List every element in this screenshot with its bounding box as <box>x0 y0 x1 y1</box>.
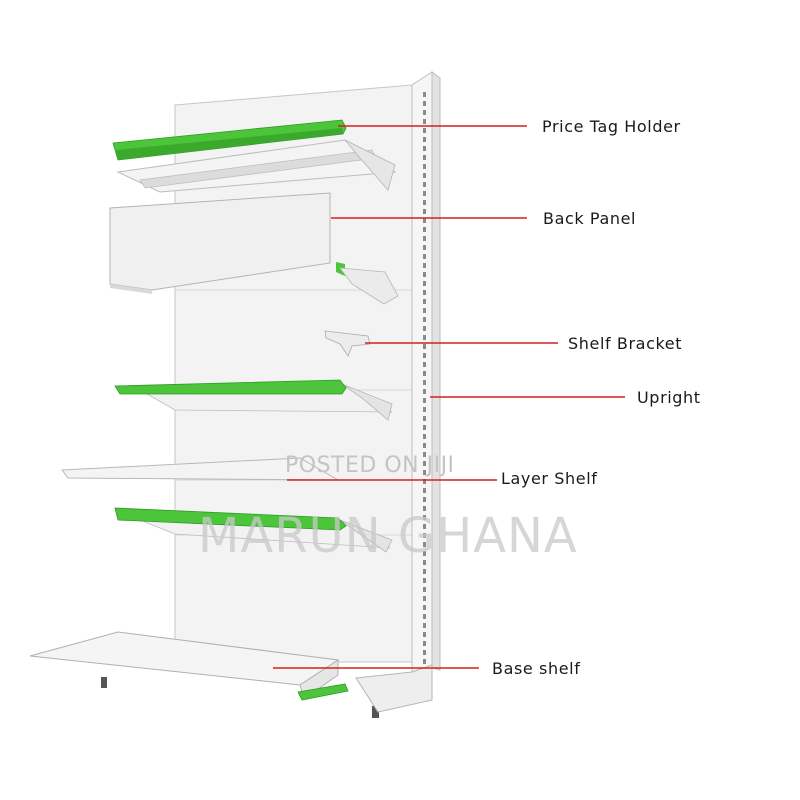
upright-slot <box>423 398 426 403</box>
label-base-shelf: Base shelf <box>492 659 580 678</box>
upright-slot <box>423 128 426 133</box>
upright-slot <box>423 254 426 259</box>
lower-shelf <box>114 507 393 553</box>
upright-slot <box>423 659 426 664</box>
upright-slot <box>423 569 426 574</box>
upright-slot <box>423 425 426 430</box>
upright-slot <box>423 605 426 610</box>
upright-slots <box>423 92 426 664</box>
price-tag-holder-middle <box>114 379 347 395</box>
top-shelf <box>112 119 397 193</box>
watermark: POSTED ON JIJI MARUN GHANA <box>198 453 578 564</box>
upright-slot <box>423 443 426 448</box>
label-layer-shelf: Layer Shelf <box>501 469 598 488</box>
middle-shelf <box>114 379 393 421</box>
upright-slot <box>423 245 426 250</box>
upright-slot <box>423 452 426 457</box>
upright-slot <box>423 407 426 412</box>
upright-slot <box>423 299 426 304</box>
upright-slot <box>423 155 426 160</box>
label-back-panel: Back Panel <box>543 209 636 228</box>
upright-slot <box>423 290 426 295</box>
shelf-bracket <box>324 330 371 357</box>
upright-slot <box>423 119 426 124</box>
upright-slot <box>423 110 426 115</box>
upright-slot <box>423 560 426 565</box>
label-upright: Upright <box>637 388 701 407</box>
upright-slot <box>423 632 426 637</box>
label-shelf-bracket: Shelf Bracket <box>568 334 682 353</box>
upright-slot <box>423 101 426 106</box>
upright-slot <box>423 650 426 655</box>
upright-slot <box>423 272 426 277</box>
upright-slot <box>423 209 426 214</box>
price-tag-holder-base <box>297 683 349 701</box>
upright-slot <box>423 524 426 529</box>
watermark-line2: MARUN GHANA <box>198 508 578 564</box>
upright-slot <box>423 344 426 349</box>
upright-post <box>411 71 441 673</box>
upright-slot <box>423 578 426 583</box>
upright-slot <box>423 353 426 358</box>
upright-slot <box>423 515 426 520</box>
upright-slot <box>423 551 426 556</box>
upright-slot <box>423 641 426 646</box>
upright-slot <box>423 263 426 268</box>
base-shelf <box>29 631 433 718</box>
upright-slot <box>423 614 426 619</box>
upright-slot <box>423 200 426 205</box>
leader-lines <box>273 125 625 669</box>
upright-slot <box>423 236 426 241</box>
upright-slot <box>423 389 426 394</box>
upright-slot <box>423 317 426 322</box>
upright-slot <box>423 434 426 439</box>
upright-slot <box>423 164 426 169</box>
upright-slot <box>423 92 426 97</box>
second-shelf <box>336 262 399 305</box>
upright-slot <box>423 587 426 592</box>
upright-slot <box>423 173 426 178</box>
upright-slot <box>423 533 426 538</box>
upright-slot <box>423 182 426 187</box>
label-price-tag-holder: Price Tag Holder <box>542 117 681 136</box>
upright-slot <box>423 416 426 421</box>
upright-slot <box>423 146 426 151</box>
watermark-line1: POSTED ON JIJI <box>285 453 455 478</box>
upright-slot <box>423 461 426 466</box>
upright-slot <box>423 542 426 547</box>
upright-slot <box>423 137 426 142</box>
upright-slot <box>423 506 426 511</box>
upright-slot <box>423 308 426 313</box>
upright-slot <box>423 596 426 601</box>
upright-slot <box>423 281 426 286</box>
upright-slot <box>423 362 426 367</box>
upright-slot <box>423 191 426 196</box>
upright-slot <box>423 488 426 493</box>
price-tag-holder-lower <box>114 507 347 531</box>
callout-labels: Price Tag Holder Back Panel Shelf Bracke… <box>492 117 701 678</box>
upright-slot <box>423 218 426 223</box>
back-panel-front <box>109 192 331 294</box>
upright-slot <box>423 380 426 385</box>
upright-slot <box>423 371 426 376</box>
upright-slot <box>423 227 426 232</box>
upright-slot <box>423 335 426 340</box>
upright-slot <box>423 470 426 475</box>
upright-slot <box>423 623 426 628</box>
upright-slot <box>423 479 426 484</box>
upright-slot <box>423 326 426 331</box>
upright-slot <box>423 497 426 502</box>
